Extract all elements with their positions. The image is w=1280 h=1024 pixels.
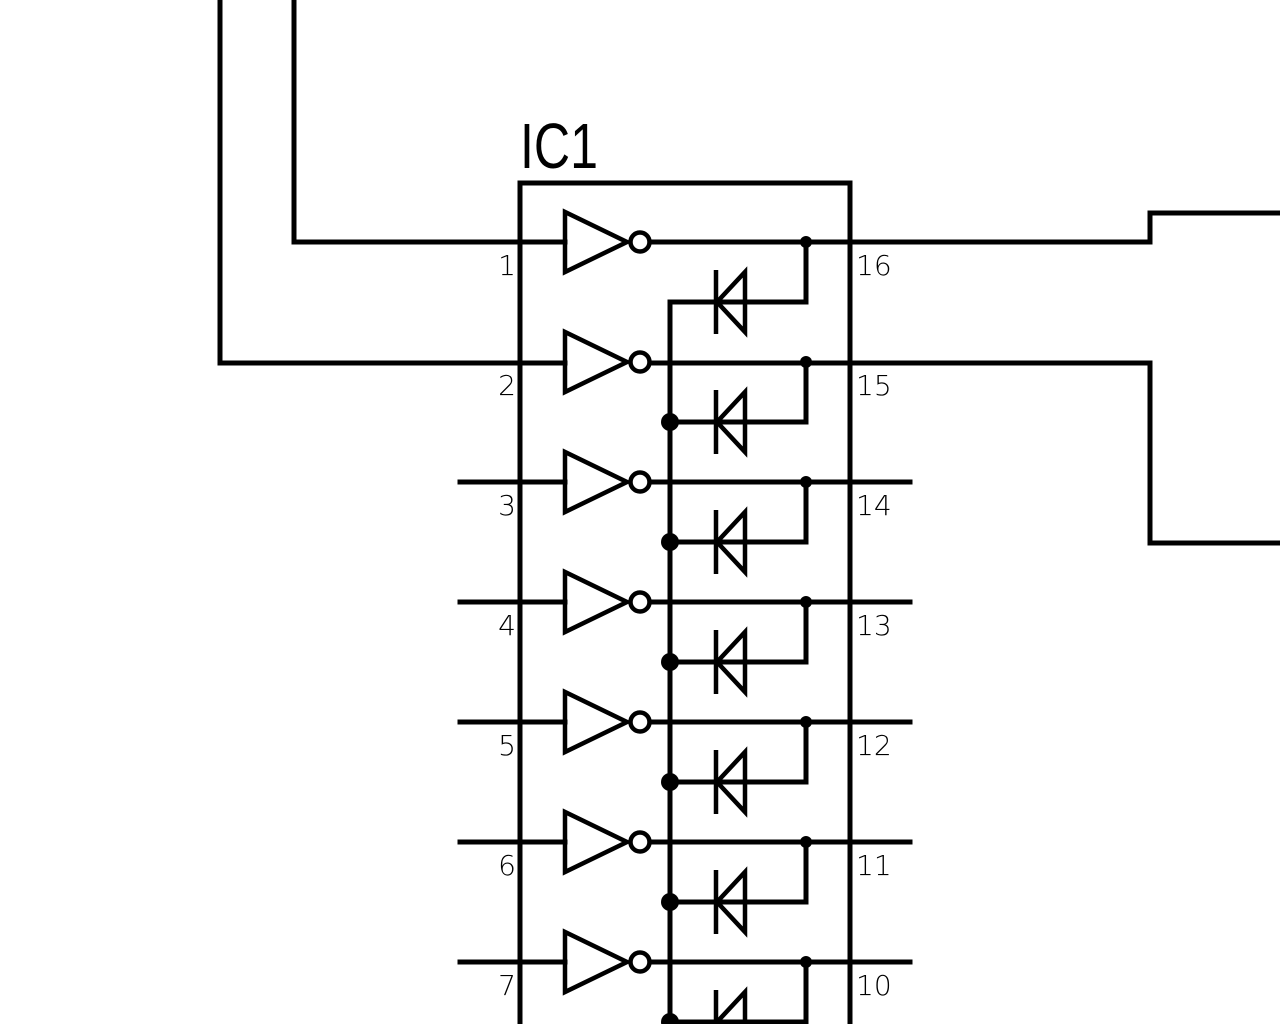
junction-common-7 bbox=[661, 1013, 679, 1024]
diode-branch-wire-3 bbox=[667, 479, 809, 545]
junction-common-4 bbox=[661, 653, 679, 671]
inverter-6-triangle bbox=[562, 808, 633, 876]
inverter-4-triangle bbox=[562, 568, 633, 636]
pin-label-right-12: 12 bbox=[856, 729, 892, 762]
pin-label-right-10: 10 bbox=[856, 969, 892, 1002]
diode-4-triangle bbox=[713, 626, 748, 698]
net-pin16-out bbox=[637, 210, 1280, 245]
pin-label-right-16: 16 bbox=[856, 249, 892, 282]
inverter-2-triangle bbox=[562, 328, 633, 396]
inverter-7-triangle bbox=[562, 928, 633, 996]
diode-5-triangle bbox=[713, 746, 748, 818]
inverter-6-bubble bbox=[628, 830, 652, 854]
net-pin1-to-top bbox=[291, 0, 568, 245]
diode-branch-wire-4 bbox=[667, 599, 809, 665]
pin-label-left-3: 3 bbox=[498, 489, 516, 522]
pin-label-right-13: 13 bbox=[856, 609, 892, 642]
diode-branch-wire-5 bbox=[667, 719, 809, 785]
junction-common-3 bbox=[661, 533, 679, 551]
pin-label-right-14: 14 bbox=[856, 489, 892, 522]
pin-label-left-5: 5 bbox=[498, 729, 516, 762]
pin-label-left-2: 2 bbox=[498, 369, 516, 402]
pin-label-right-15: 15 bbox=[856, 369, 892, 402]
inverter-2-bubble bbox=[628, 350, 652, 374]
pin-label-right-11: 11 bbox=[856, 849, 892, 882]
diode-branch-wire-1 bbox=[667, 239, 809, 305]
diode-branch-wire-6 bbox=[667, 839, 809, 905]
inverter-7-bubble bbox=[628, 950, 652, 974]
diode-branch-wire-2 bbox=[667, 359, 809, 425]
inverter-3-bubble bbox=[628, 470, 652, 494]
ic1-reference-label: IC1 bbox=[520, 110, 598, 182]
diode-3-triangle bbox=[713, 506, 748, 578]
pin-label-left-7: 7 bbox=[498, 969, 516, 1002]
inverter-1-bubble bbox=[628, 230, 652, 254]
diode-branch-wire-7 bbox=[667, 959, 809, 1024]
inverter-5-triangle bbox=[562, 688, 633, 756]
pin-label-left-6: 6 bbox=[498, 849, 516, 882]
net-pin15-out bbox=[637, 360, 1280, 546]
inverter-4-bubble bbox=[628, 590, 652, 614]
ic1-body bbox=[517, 180, 853, 1024]
junction-common-2 bbox=[661, 413, 679, 431]
driver-channels: 1 16 2 15 3 14 4 13 5 12 6 11 7 10 bbox=[457, 208, 913, 1024]
inverter-1-triangle bbox=[562, 208, 633, 276]
junction-common-5 bbox=[661, 773, 679, 791]
diode-2-triangle bbox=[713, 386, 748, 458]
external-wires bbox=[217, 0, 1280, 546]
net-pin2-to-top bbox=[217, 0, 568, 366]
junction-common-6 bbox=[661, 893, 679, 911]
inverter-5-bubble bbox=[628, 710, 652, 734]
pin-label-left-4: 4 bbox=[498, 609, 516, 642]
diode-6-triangle bbox=[713, 866, 748, 938]
diode-1-triangle bbox=[713, 266, 748, 338]
pin-label-left-1: 1 bbox=[498, 249, 516, 282]
inverter-3-triangle bbox=[562, 448, 633, 516]
diode-7-triangle bbox=[713, 986, 748, 1024]
